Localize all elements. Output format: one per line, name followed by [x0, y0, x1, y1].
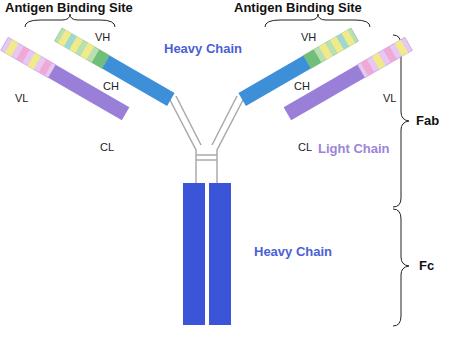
site-label: Antigen Binding Site	[234, 1, 362, 15]
domain-label: CL	[298, 141, 312, 153]
chain-label: Heavy Chain	[164, 42, 242, 56]
brace	[265, 14, 370, 27]
fc-stem	[183, 183, 205, 325]
hinge	[170, 96, 243, 184]
domain-label: VL	[15, 92, 28, 104]
region-label: Fab	[416, 114, 439, 128]
brace	[393, 35, 409, 207]
brace	[393, 209, 409, 326]
fab-arm	[238, 7, 412, 136]
domain-label: VH	[301, 31, 316, 43]
fc-stem	[209, 183, 231, 325]
chain-label: Heavy Chain	[254, 245, 332, 259]
domain-label: VL	[383, 92, 396, 104]
region-label: Fc	[419, 259, 434, 273]
domain-label: CH	[294, 80, 310, 92]
domain-label: VH	[95, 31, 110, 43]
fab-arm	[1, 7, 175, 136]
chain-label: Light Chain	[318, 142, 390, 156]
brace	[25, 14, 115, 27]
site-label: Antigen Binding Site	[5, 1, 133, 15]
domain-label: CL	[100, 141, 114, 153]
domain-label: CH	[103, 80, 119, 92]
